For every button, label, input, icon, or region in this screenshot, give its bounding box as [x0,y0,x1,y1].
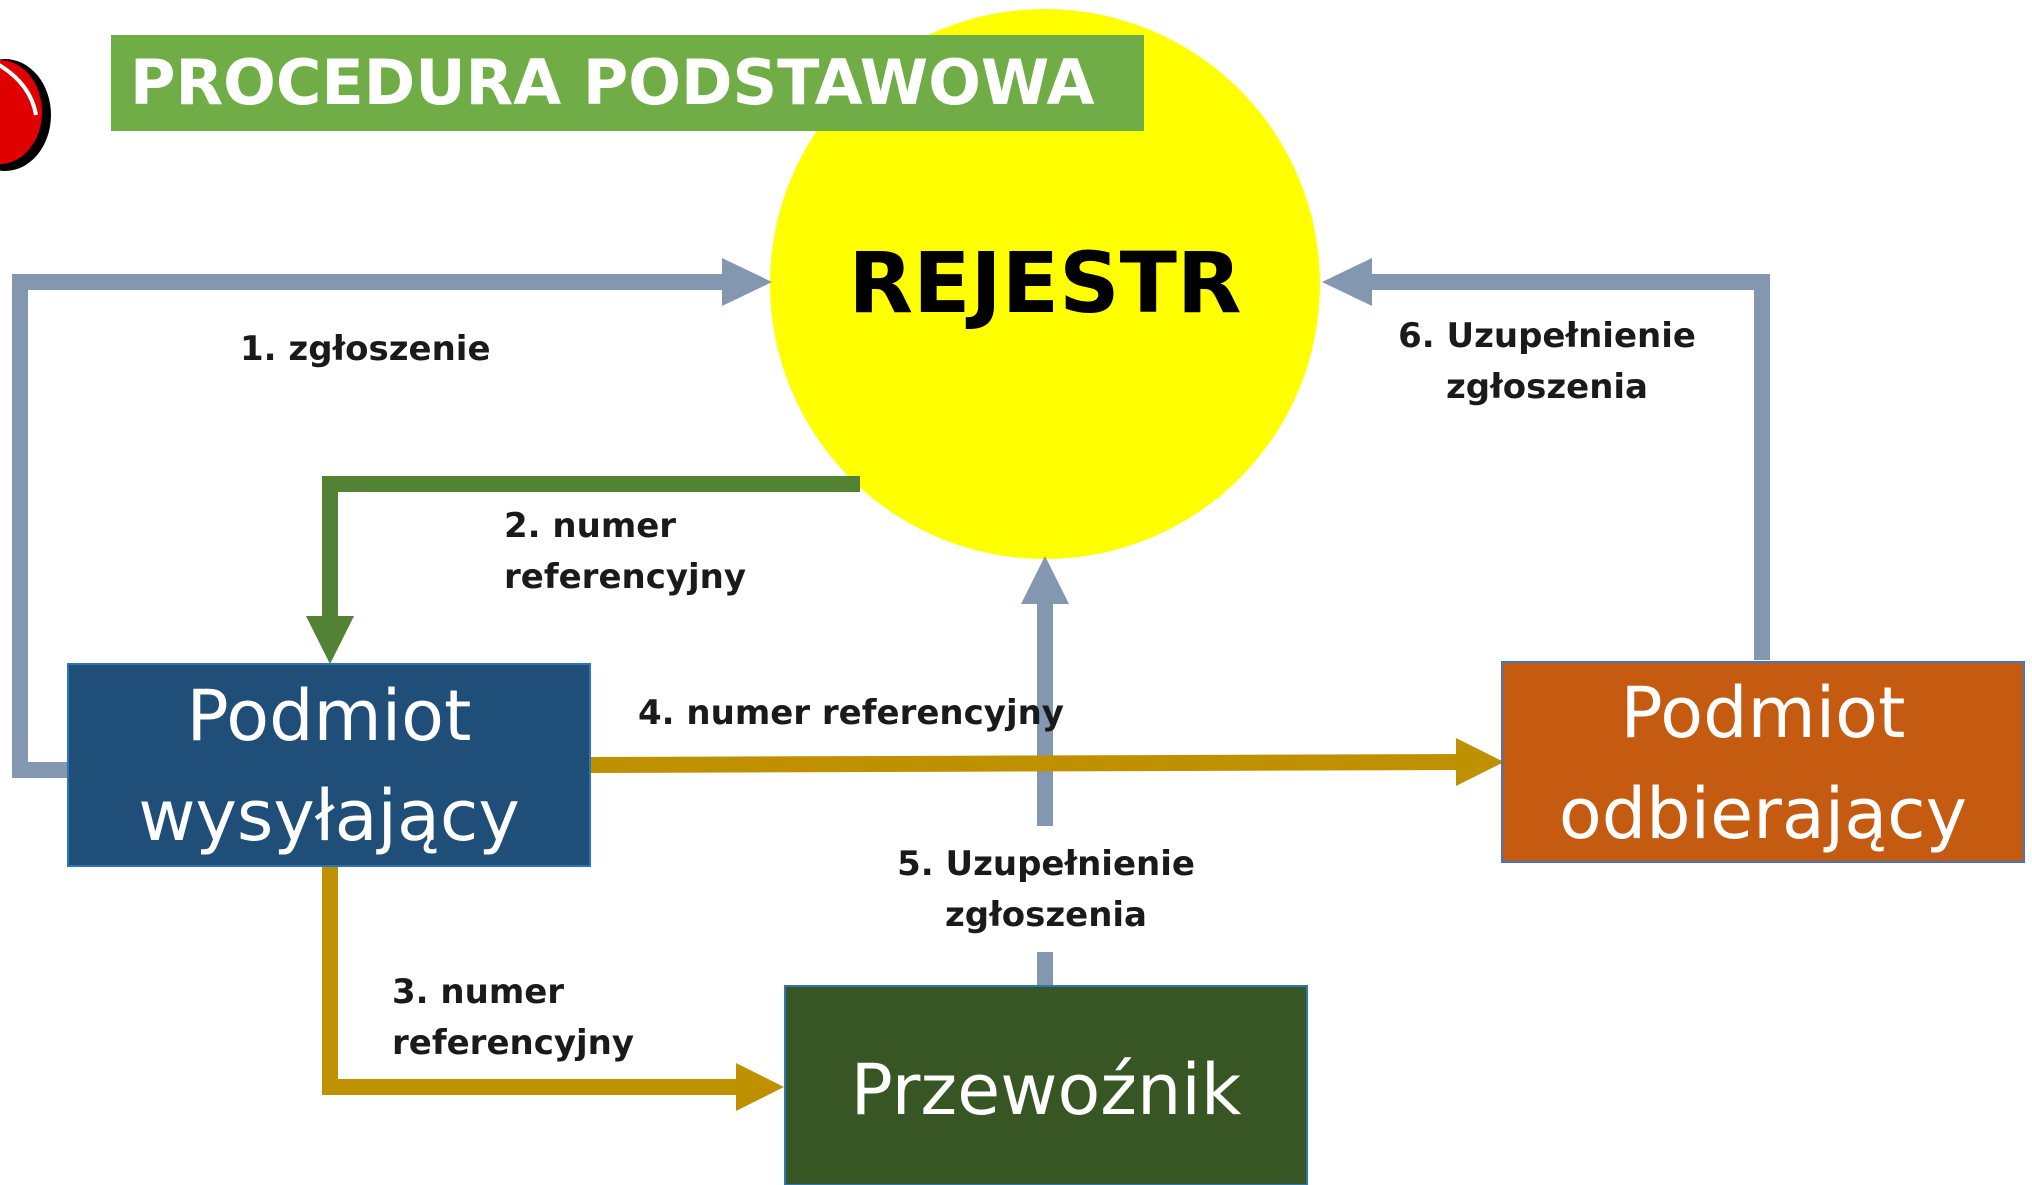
arrow-6-completion [1322,258,1770,660]
flow-2-label-line1: 2. numer [504,506,676,546]
flow-2-label-line2: referencyjny [504,557,746,597]
flow-4-label: 4. numer referencyjny [638,693,1064,733]
flow-6-label-line1: 6. Uzupełnienie [1398,316,1696,356]
arrow-1-submission [12,258,772,778]
registry-label: REJESTR [848,234,1241,332]
flow-6-label-line2: zgłoszenia [1446,367,1648,407]
sender-node: Podmiot wysyłający [67,663,591,867]
receiver-node: Podmiot odbierający [1501,661,2025,863]
receiver-label-line1: Podmiot [1621,672,1906,754]
flow-3-label-line2: referencyjny [392,1023,634,1063]
sender-label-line1: Podmiot [187,675,472,757]
carrier-label: Przewoźnik [851,1049,1242,1131]
flow-5-label-line1: 5. Uzupełnienie [897,844,1195,884]
flow-5-label-line2: zgłoszenia [945,895,1147,935]
arrow-4-reference-number [589,738,1504,786]
page-title-front: PROCEDURA PODSTAWOWA [130,46,1094,119]
logo-icon [0,59,51,171]
carrier-node: Przewoźnik [784,985,1308,1185]
arrow-3-reference-number [322,866,784,1111]
flow-3-label-line1: 3. numer [392,972,564,1012]
sender-label-line2: wysyłający [138,775,520,857]
title-banner-front [111,35,1144,131]
registry-circle [770,9,1320,559]
arrow-2-reference-number [306,476,860,664]
receiver-label-line2: odbierający [1559,773,1967,855]
arrow-5-completion [1021,556,1069,985]
flow-1-label: 1. zgłoszenie [240,329,491,369]
